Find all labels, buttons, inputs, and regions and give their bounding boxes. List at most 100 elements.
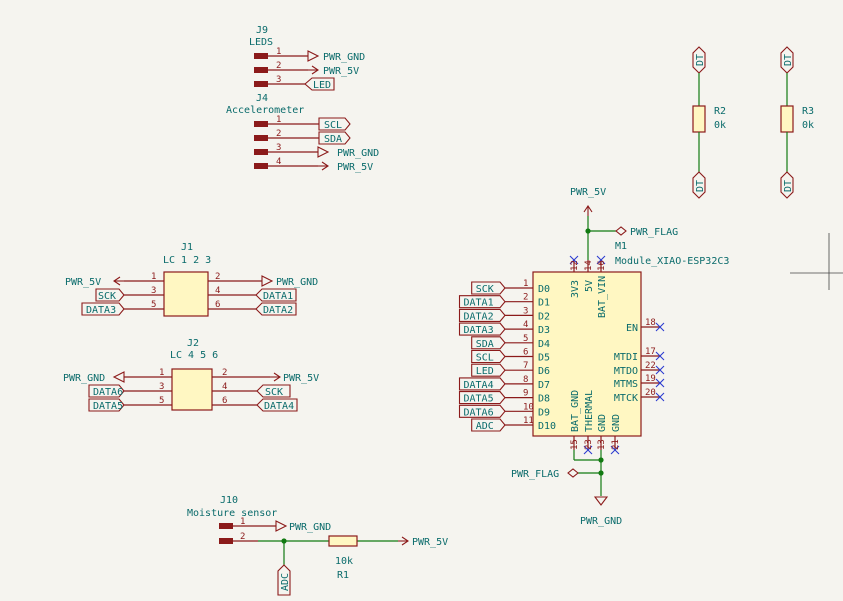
j2-net-data4: DATA4: [264, 401, 294, 412]
j4-ref: J4: [256, 93, 268, 104]
m1-net-sck: SCK: [476, 284, 494, 295]
connector-j9[interactable]: J9 LEDS 1 2 3 PWR_GND PWR_5V LED: [249, 25, 365, 91]
j2-pin-6: 6: [222, 396, 227, 406]
j9-pin-1: 1: [276, 47, 281, 57]
m1-bottom-name-thermal: THERMAL: [584, 390, 595, 432]
j10-net-5v: PWR_5V: [412, 537, 448, 548]
j2-pin-5: 5: [159, 396, 164, 406]
j1-net-data3: DATA3: [86, 305, 116, 316]
j2-net-5v: PWR_5V: [283, 373, 319, 384]
m1-left-pin-10: 10: [523, 402, 534, 412]
m1-left-pin-6: 6: [523, 348, 528, 358]
j4-net-5v: PWR_5V: [337, 162, 373, 173]
j9-value: LEDS: [249, 37, 273, 48]
m1-net-flag-adc: [471, 418, 506, 432]
cursor-crosshair: [790, 233, 843, 290]
j10-pin-1: 1: [240, 517, 245, 527]
m1-left-name-d6: D6: [538, 366, 550, 377]
m1-net-flag-sck: [471, 281, 506, 295]
m1-value: Module_XIAO-ESP32C3: [615, 256, 729, 267]
m1-bottom-pin-15: 15: [570, 439, 580, 450]
m1-bottom-pin-23: 23: [584, 439, 594, 450]
j4-value: Accelerometer: [226, 105, 304, 116]
r2-net-top: DT: [695, 54, 706, 66]
j1-ref: J1: [181, 242, 193, 253]
m1-right-name-mtdo: MTDO: [614, 366, 638, 377]
j1-net-data1: DATA1: [263, 291, 293, 302]
m1-net-adc: ADC: [476, 421, 494, 432]
j4-net-sda: SDA: [324, 134, 342, 145]
m1-left-pin-9: 9: [523, 389, 528, 399]
connector-j2[interactable]: J2 LC 4 5 6 1 3 5 2 4 6 PWR_GND DATA6 DA…: [63, 338, 319, 412]
r3-value: 0k: [802, 120, 814, 131]
m1-top-name-5v: 5V: [584, 280, 595, 292]
j9-pin-2: 2: [276, 61, 281, 71]
r1-ref: R1: [337, 570, 349, 581]
j2-pin-1: 1: [159, 368, 164, 378]
j4-pin-3: 3: [276, 143, 281, 153]
j9-ref: J9: [256, 25, 268, 36]
m1-net-data2: DATA2: [464, 311, 494, 322]
m1-right-name-mtck: MTCK: [614, 393, 638, 404]
m1-right-name-mtdi: MTDI: [614, 352, 638, 363]
m1-right-pin-18: 18: [645, 318, 656, 328]
m1-left-name-d0: D0: [538, 284, 550, 295]
m1-pwr-gnd-bottom: PWR_GND: [580, 516, 622, 527]
resistor-r2[interactable]: DT DT R2 0k: [692, 46, 726, 199]
j2-pin-3: 3: [159, 382, 164, 392]
m1-top-pin-16: 16: [597, 260, 607, 271]
m1-ref: M1: [615, 241, 627, 252]
j10-net-gnd: PWR_GND: [289, 522, 331, 533]
m1-left-pin-1: 1: [523, 279, 528, 289]
m1-left-name-d2: D2: [538, 311, 550, 322]
m1-top-pwr-5v: PWR_5V: [570, 187, 606, 198]
j2-value: LC 4 5 6: [170, 350, 218, 361]
r2-value: 0k: [714, 120, 726, 131]
m1-net-flag-sda: [471, 336, 506, 350]
connector-j4[interactable]: J4 Accelerometer 1 2 3 4 SCL SDA PWR_GND…: [226, 93, 379, 173]
module-m1[interactable]: PWR_5V PWR_FLAG M1 Module_XIAO-ESP32C3 1…: [458, 187, 730, 527]
connector-j1[interactable]: J1 LC 1 2 3 1 3 5 2 4 6 PWR_5V SCK DATA3…: [65, 242, 318, 317]
m1-net-sda: SDA: [476, 339, 494, 350]
m1-right-name-en: EN: [626, 323, 638, 334]
m1-left-name-d3: D3: [538, 325, 550, 336]
j1-pin-2: 2: [215, 272, 220, 282]
j4-net-gnd: PWR_GND: [337, 148, 379, 159]
resistor-r3[interactable]: DT DT R3 0k: [780, 46, 814, 199]
j10-value: Moisture sensor: [187, 508, 277, 519]
m1-left-pin-8: 8: [523, 375, 528, 385]
m1-net-flag-data2: [458, 308, 506, 322]
m1-net-led: LED: [476, 366, 494, 377]
j1-net-gnd: PWR_GND: [276, 277, 318, 288]
j1-net-5v: PWR_5V: [65, 277, 101, 288]
j1-net-sck: SCK: [98, 291, 116, 302]
j9-pin-3: 3: [276, 75, 281, 85]
j4-pin-4: 4: [276, 157, 281, 167]
r3-ref: R3: [802, 106, 814, 117]
j4-pin-2: 2: [276, 129, 281, 139]
m1-left-pin-5: 5: [523, 334, 528, 344]
m1-pwr-flag-top: PWR_FLAG: [630, 227, 678, 238]
r3-net-top: DT: [783, 54, 794, 66]
m1-right-pin-19: 19: [645, 374, 656, 384]
m1-left-name-d1: D1: [538, 298, 550, 309]
m1-left-name-d8: D8: [538, 394, 550, 405]
m1-net-flag-led: [471, 363, 506, 377]
connector-j10[interactable]: J10 Moisture sensor 1 2 PWR_GND ADC PWR_…: [187, 495, 448, 596]
m1-net-flag-data3: [458, 322, 506, 336]
j2-pin-4: 4: [222, 382, 227, 392]
j10-net-adc: ADC: [280, 573, 291, 591]
m1-net-data4: DATA4: [464, 380, 494, 391]
j9-net-5v: PWR_5V: [323, 66, 359, 77]
m1-right-pin-22: 22: [645, 361, 656, 371]
m1-net-data6: DATA6: [464, 407, 494, 418]
j10-ref: J10: [220, 495, 238, 506]
m1-bottom-name-gnd-2: GND: [611, 414, 622, 432]
m1-net-data5: DATA5: [464, 394, 494, 405]
m1-left-pin-11: 11: [523, 416, 534, 426]
resistor-r1[interactable]: 10k R1: [328, 535, 358, 581]
j2-net-data6: DATA6: [93, 387, 123, 398]
j9-net-gnd: PWR_GND: [323, 52, 365, 63]
m1-net-flag-data4: [458, 377, 506, 391]
m1-top-name-bat-vin: BAT_VIN: [597, 276, 608, 318]
